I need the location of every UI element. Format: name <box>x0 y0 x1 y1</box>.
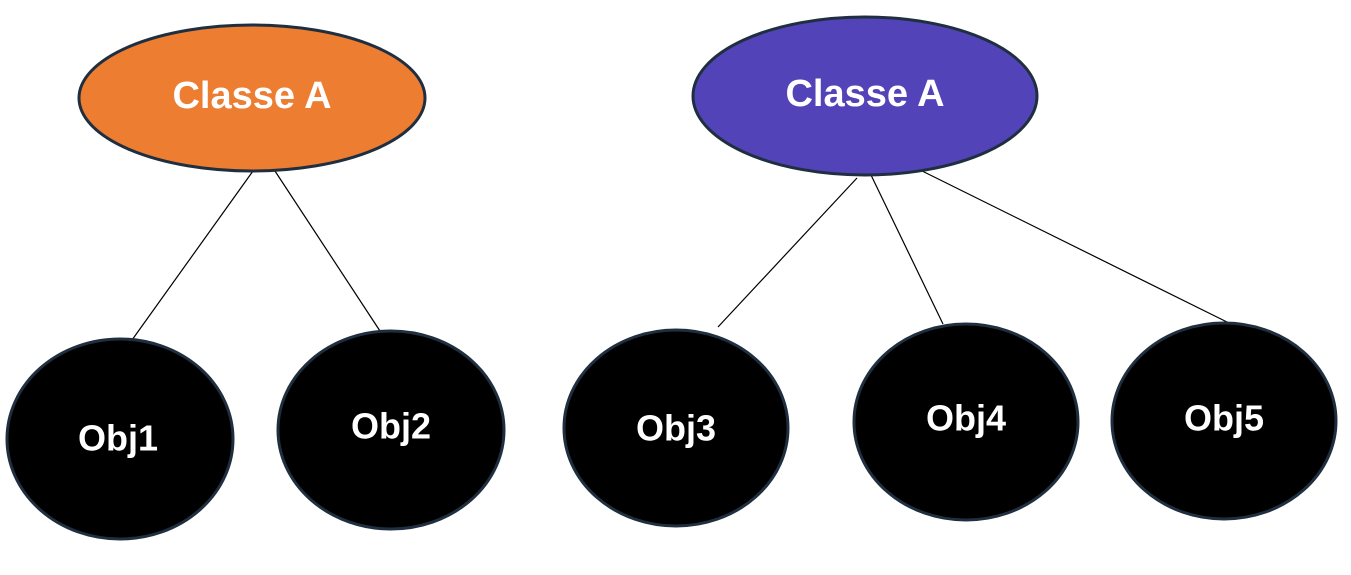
object-node-obj1-label: Obj1 <box>78 418 158 459</box>
class-node-2: Classe A <box>691 15 1039 177</box>
object-node-obj5: Obj5 <box>1110 321 1338 521</box>
edge-class1-obj1 <box>131 163 259 341</box>
object-node-obj1: Obj1 <box>5 337 235 541</box>
object-node-obj4: Obj4 <box>852 322 1080 522</box>
class-node-1: Classe A <box>77 23 427 173</box>
edge-class2-obj3 <box>717 177 858 328</box>
edge-class1-obj2 <box>272 167 381 332</box>
edge-class2-obj4 <box>870 174 944 325</box>
class-node-2-label: Classe A <box>785 73 944 115</box>
object-node-obj3-label: Obj3 <box>636 408 716 449</box>
class-node-1-label: Classe A <box>172 75 331 117</box>
object-node-obj5-label: Obj5 <box>1184 398 1264 439</box>
object-node-obj2-label: Obj2 <box>351 406 431 447</box>
object-node-obj2: Obj2 <box>276 329 506 531</box>
object-node-obj3: Obj3 <box>562 328 790 528</box>
object-node-obj4-label: Obj4 <box>926 398 1006 439</box>
edge-class2-obj5 <box>909 164 1230 324</box>
